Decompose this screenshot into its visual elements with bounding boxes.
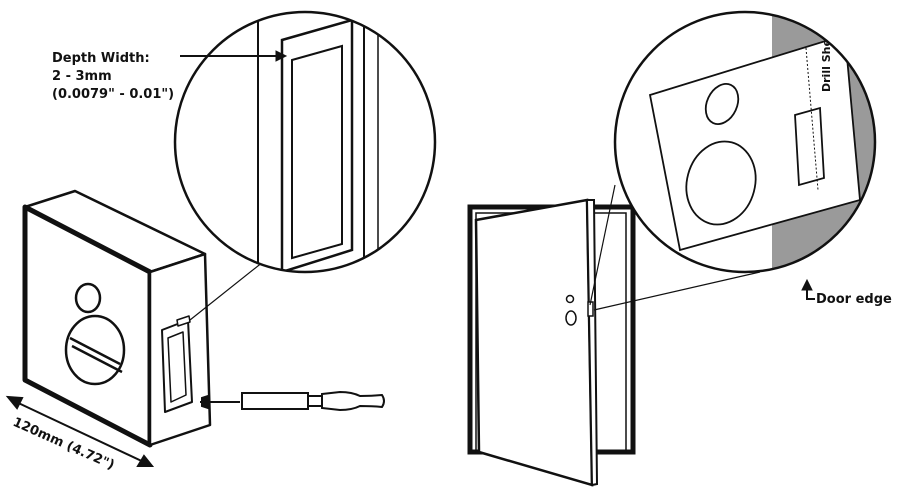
width-dimension-arrow [5, 395, 155, 467]
hole-slot-line-2 [71, 344, 123, 374]
door-edge-pointer [801, 278, 815, 300]
box-recess-inner [167, 331, 187, 403]
door-edge-label: Door edge [816, 292, 892, 307]
depth-width-title: Depth Width: [52, 51, 150, 66]
door-large-hole-icon [565, 310, 577, 326]
right-magnifier-leader [589, 184, 616, 306]
depth-width-arrow [180, 50, 288, 62]
small-hole-icon [74, 282, 102, 314]
left-magnifier [173, 10, 437, 274]
sheet-large-hole-icon [685, 140, 757, 226]
sheet-small-hole-icon [704, 83, 740, 125]
right-magnifier: Drill Sheet [613, 10, 877, 274]
door-panel [474, 198, 599, 487]
chisel-icon [200, 390, 385, 412]
right-magnifier-leader-2 [593, 271, 761, 311]
depth-width-in: (0.0079" - 0.01") [52, 87, 174, 102]
sheet-slot [794, 106, 825, 187]
hole-slot-line [69, 336, 121, 366]
box-recess-top [176, 315, 191, 327]
depth-width-mm: 2 - 3mm [52, 69, 112, 84]
door-small-hole-icon [565, 294, 575, 304]
lock-box [22, 189, 212, 448]
